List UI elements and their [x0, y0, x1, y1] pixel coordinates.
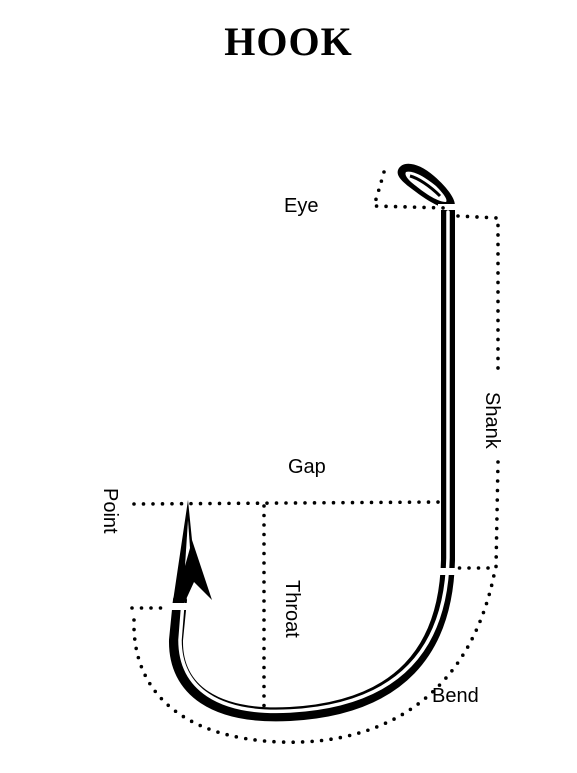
eye-gap-marker [438, 204, 458, 210]
diagram-title: HOOK [224, 19, 353, 64]
label-bend: Bend [432, 685, 479, 707]
label-point: Point [99, 488, 121, 534]
label-shank: Shank [481, 392, 503, 450]
dotted-guides [130, 170, 500, 744]
label-eye: Eye [284, 195, 318, 217]
hook-shape [168, 201, 455, 722]
label-gap: Gap [288, 456, 326, 478]
shank-gap-marker [436, 568, 456, 575]
hook-eye [397, 163, 455, 210]
label-throat: Throat [281, 580, 303, 638]
point-gap-marker [166, 603, 190, 610]
